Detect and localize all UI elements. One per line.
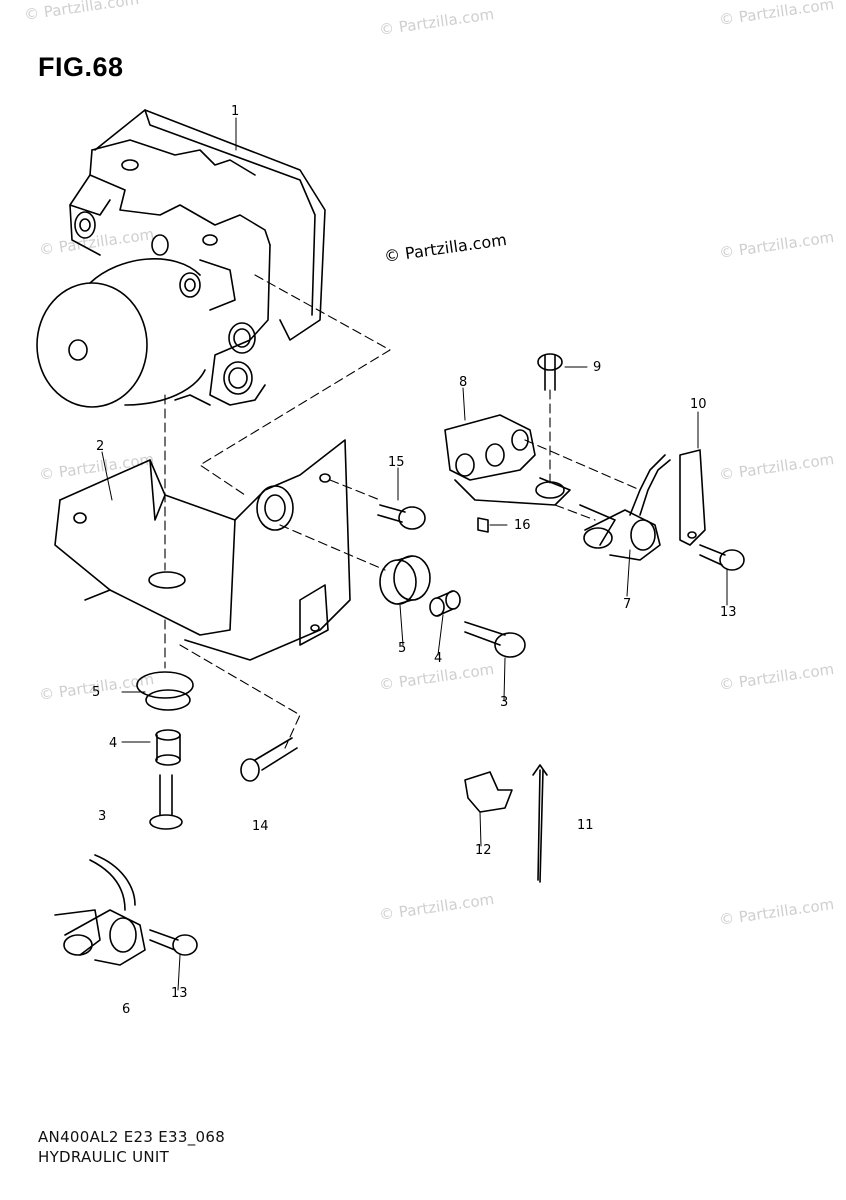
watermark-text: © Partzilla.com — [378, 890, 495, 924]
figure-name: HYDRAULIC UNIT — [38, 1148, 170, 1166]
callout-c3b: 3 — [98, 809, 106, 824]
assembly-lines — [164, 274, 641, 749]
callout-c7: 7 — [623, 597, 631, 612]
watermark-group: © Partzilla.com © Partzilla.com © Partzill… — [23, 0, 835, 929]
figure-title: FIG.68 — [38, 52, 124, 82]
wheel-speed-sensor-alt-part — [54, 854, 146, 966]
callout-c2: 2 — [96, 439, 104, 454]
clamp-and-tie-parts — [464, 764, 548, 883]
callout-c4b: 4 — [109, 736, 117, 751]
hydraulic-unit-part — [36, 109, 326, 408]
callout-c6: 6 — [122, 1002, 130, 1017]
callout-c13b: 13 — [171, 986, 188, 1001]
callout-c10: 10 — [690, 397, 707, 412]
callout-c11: 11 — [577, 818, 594, 833]
watermark-text: © Partzilla.com — [38, 450, 155, 484]
watermark-text: © Partzilla.com — [718, 228, 835, 262]
collar-part — [155, 590, 461, 766]
callout-c12: 12 — [475, 843, 492, 858]
callout-c8: 8 — [459, 375, 467, 390]
watermark-text: © Partzilla.com — [383, 230, 508, 266]
callout-c5b: 5 — [92, 685, 100, 700]
watermark-text: © Partzilla.com — [718, 660, 835, 694]
callout-c13a: 13 — [720, 605, 737, 620]
bolt-parts — [149, 353, 745, 956]
callout-c4a: 4 — [434, 651, 442, 666]
watermark-text: © Partzilla.com — [378, 5, 495, 39]
callout-c16: 16 — [514, 518, 531, 533]
figure-code: AN400AL2 E23 E33_068 — [38, 1128, 226, 1146]
sensor-bracket-part — [444, 414, 571, 506]
watermark-text: © Partzilla.com — [718, 895, 835, 929]
callout-c9: 9 — [593, 360, 601, 375]
callout-c15: 15 — [388, 455, 405, 470]
callout-c14: 14 — [252, 819, 269, 834]
mounting-bracket-part — [54, 439, 351, 661]
leader-lines — [101, 117, 728, 991]
callout-c1: 1 — [231, 104, 239, 119]
watermark-text: © Partzilla.com — [718, 450, 835, 484]
grommet-part — [136, 555, 431, 711]
callout-c3a: 3 — [500, 695, 508, 710]
watermark-text: © Partzilla.com — [23, 0, 140, 24]
watermark-text: © Partzilla.com — [718, 0, 835, 29]
callout-c5a: 5 — [398, 641, 406, 656]
wheel-speed-sensor-part — [579, 449, 706, 561]
